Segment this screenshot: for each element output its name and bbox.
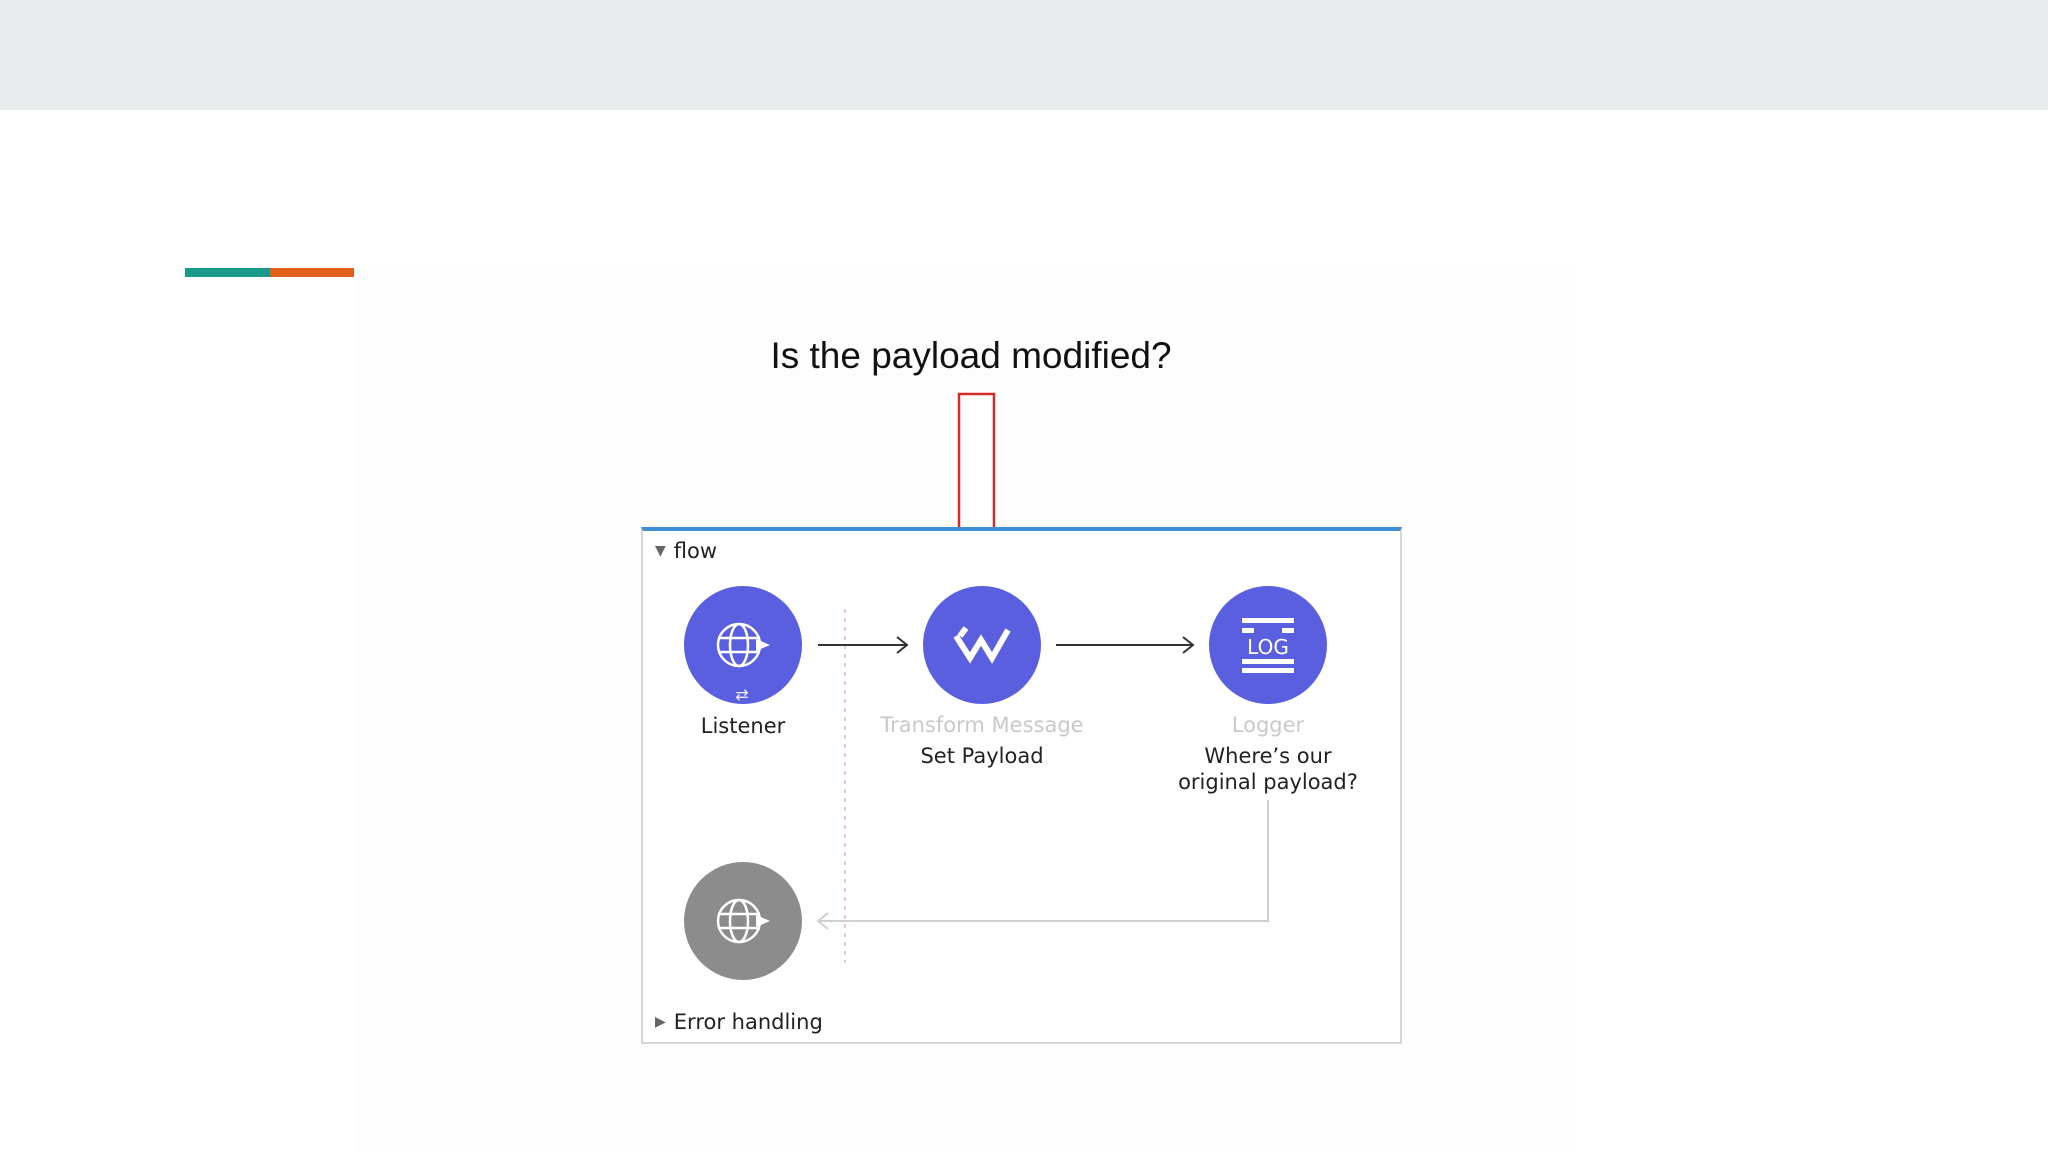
error-handling-toggle[interactable]: ▶ Error handling: [655, 1010, 823, 1034]
response-node[interactable]: [684, 862, 802, 980]
collapse-triangle-icon[interactable]: ▼: [655, 543, 666, 559]
logger-label-line2: original payload?: [1178, 770, 1358, 794]
log-icon: LOG: [1242, 618, 1294, 673]
header-band: [0, 0, 2048, 110]
sync-icon: ⇄: [735, 685, 749, 704]
svg-text:LOG: LOG: [1247, 635, 1289, 659]
transform-type-label: Transform Message: [880, 713, 1084, 737]
flow-title: flow: [673, 539, 718, 563]
logger-label-line1: Where’s our: [1204, 744, 1332, 768]
logger-node[interactable]: LOG: [1209, 586, 1327, 704]
globe-listener-icon: [716, 622, 770, 668]
transform-icon: [953, 626, 1011, 664]
expand-triangle-icon[interactable]: ▶: [655, 1014, 666, 1030]
error-handling-label: Error handling: [673, 1010, 823, 1034]
listener-label: Listener: [700, 714, 786, 738]
flow-connectors: [816, 609, 1269, 963]
flow-header[interactable]: ▼ flow: [655, 539, 717, 563]
accent-bar-teal: [185, 268, 270, 277]
listener-node[interactable]: [684, 586, 802, 704]
logger-type-label: Logger: [1231, 713, 1305, 737]
set-payload-label: Set Payload: [920, 744, 1044, 768]
globe-response-icon: [716, 898, 770, 944]
question-title: Is the payload modified?: [770, 335, 1172, 376]
return-connector: [818, 800, 1269, 922]
flow-container: ▼ flow ⇄ Listener Transform Message Set P…: [641, 527, 1402, 1044]
accent-bar-orange: [270, 268, 354, 277]
transform-message-node[interactable]: [923, 586, 1041, 704]
